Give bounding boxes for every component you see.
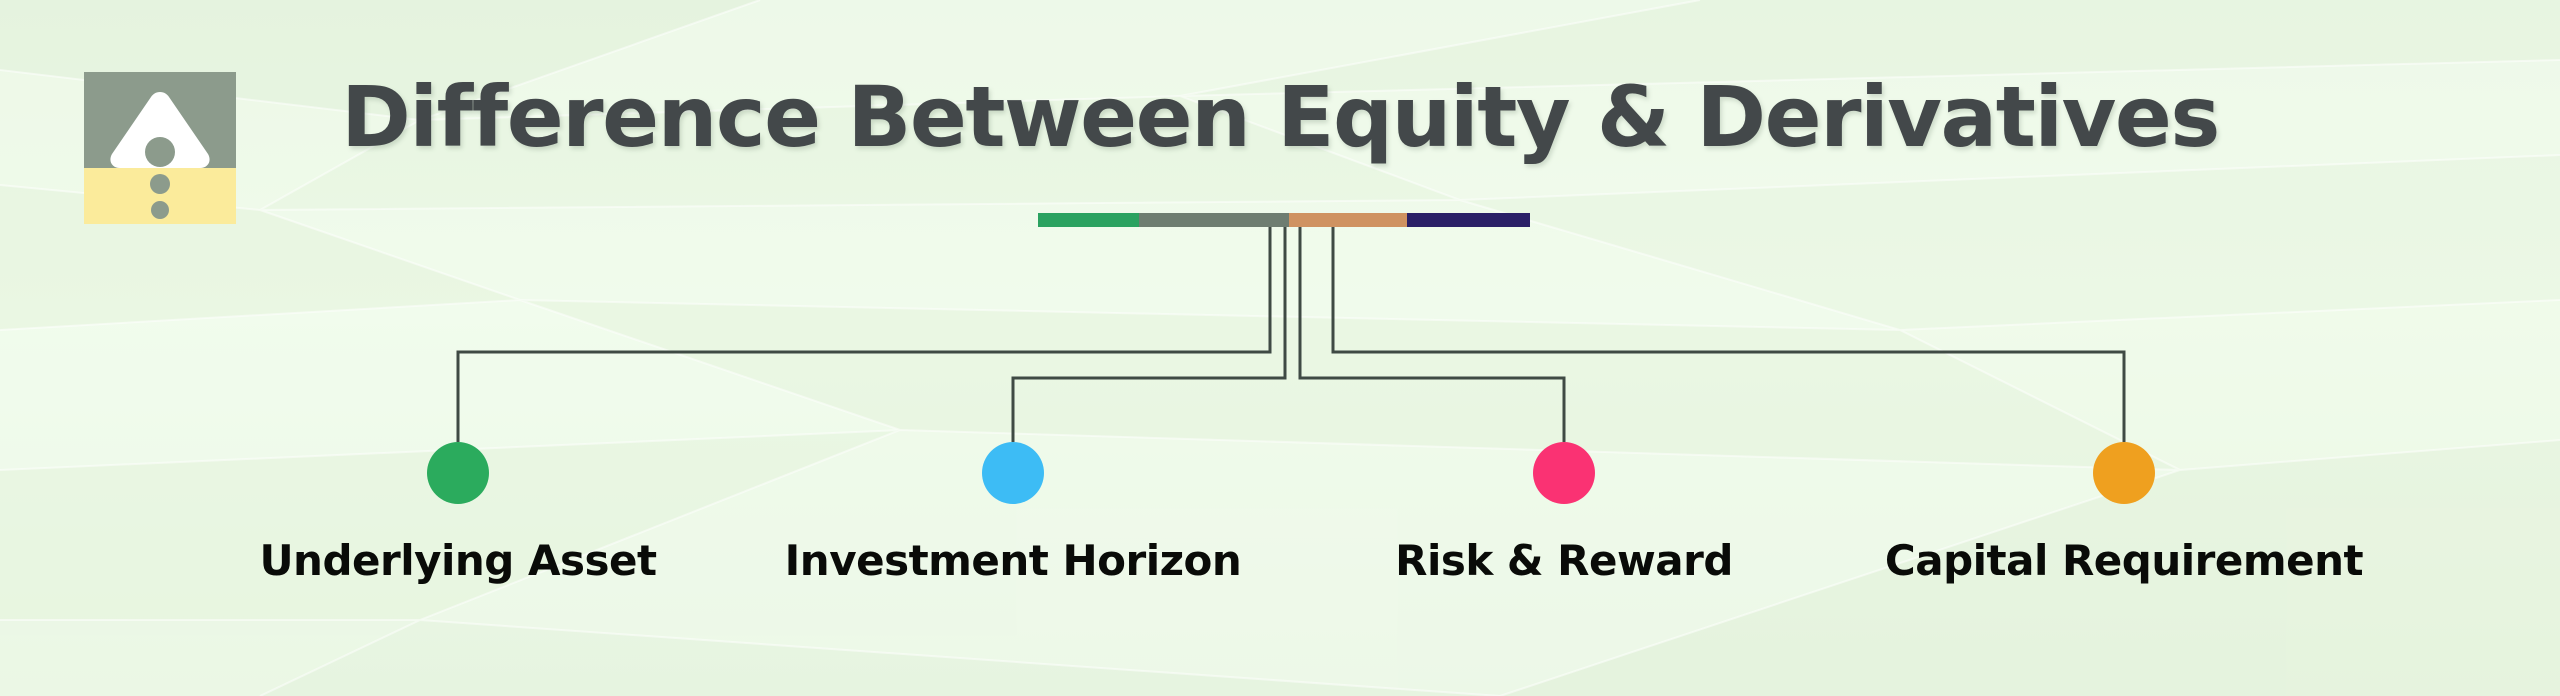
node-label-3: Risk & Reward (1395, 536, 1733, 585)
node-label-4: Capital Requirement (1884, 536, 2364, 585)
page-title: Difference Between Equity & Derivatives (341, 68, 2220, 166)
connector-path-2 (1011, 227, 1287, 442)
logo-inner-dot-1 (145, 137, 175, 167)
logo-inner-dot-2 (150, 174, 170, 194)
navy-segment (1406, 213, 1530, 227)
tan-segment (1288, 213, 1407, 227)
logo-triangle-icon (110, 92, 210, 219)
node-dot-2[interactable] (982, 442, 1044, 504)
title-divider-bar (1038, 213, 1530, 227)
node-dot-3[interactable] (1533, 442, 1595, 504)
green-segment (1038, 213, 1139, 227)
connector-path-1 (456, 227, 1272, 442)
node-dot-4[interactable] (2093, 442, 2155, 504)
brand-logo[interactable] (84, 72, 236, 224)
connector-path-3 (1298, 227, 1566, 442)
connector-path-4 (1331, 227, 2126, 442)
gray-segment (1138, 213, 1289, 227)
logo-inner-dot-3 (151, 201, 169, 219)
node-label-1: Underlying Asset (259, 536, 657, 585)
node-label-2: Investment Horizon (784, 536, 1242, 585)
node-dot-1[interactable] (427, 442, 489, 504)
